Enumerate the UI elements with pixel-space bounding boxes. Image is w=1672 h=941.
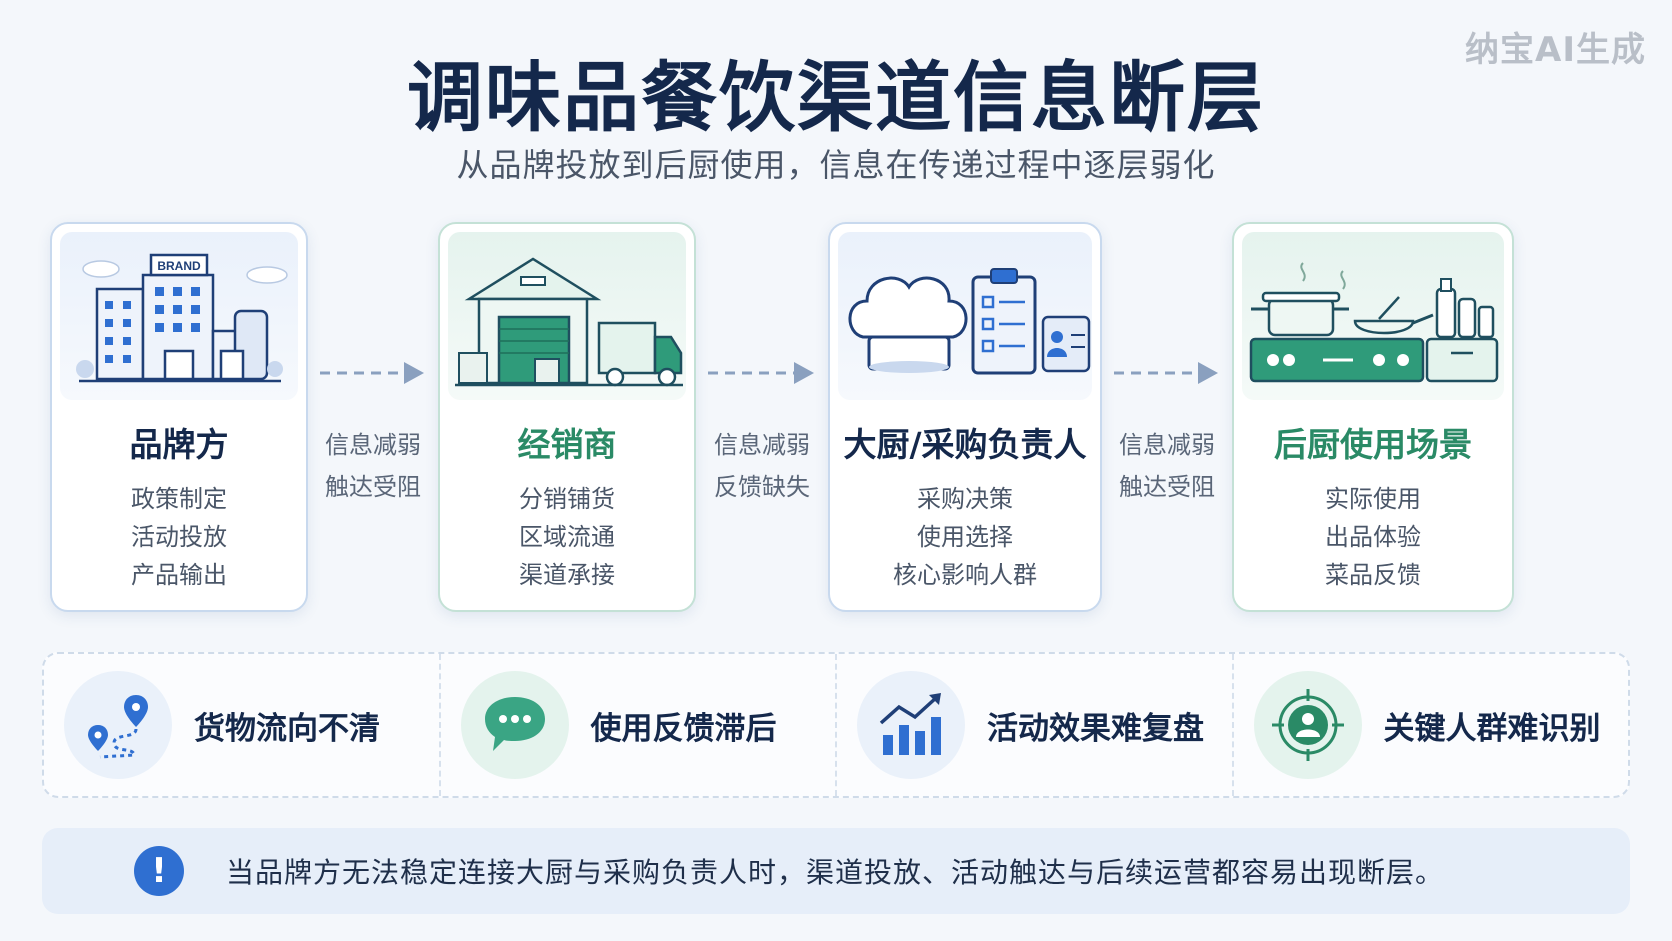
stage-item: 区域流通 (519, 523, 615, 551)
target-person-icon (1271, 689, 1344, 761)
stage-item: 产品输出 (131, 561, 227, 589)
arrow-right-icon (708, 362, 814, 384)
distributor-illustration (448, 232, 686, 400)
page-subtitle: 从品牌投放到后厨使用，信息在传递过程中逐层弱化 (456, 146, 1216, 184)
stage-title: 大厨/采购负责人 (843, 425, 1087, 464)
stage-item: 政策制定 (131, 485, 227, 513)
brand-badge: BRAND (157, 259, 201, 273)
notice-text: 当品牌方无法稳定连接大厨与采购负责人时，渠道投放、活动触达与后续运营都容易出现断… (226, 856, 1445, 889)
chef-hat-clipboard-icon (848, 268, 1091, 375)
problems-panel: 货物流向不清 使用反馈滞后 活动效果难复盘 (42, 652, 1630, 798)
stage-item: 采购决策 (917, 485, 1013, 513)
chat-bubble-icon (484, 697, 545, 751)
stage-item: 菜品反馈 (1325, 561, 1421, 589)
brand-building-icon: BRAND (76, 253, 288, 383)
watermark: 纳宝AI生成 (1465, 30, 1646, 70)
connector-label: 信息减弱 触达受阻 (325, 431, 421, 501)
problem-icon-circle (64, 671, 172, 779)
page-title: 调味品餐饮渠道信息断层 (407, 53, 1265, 142)
arrow-right-icon (1114, 362, 1218, 384)
problem-label: 使用反馈滞后 (590, 710, 777, 747)
problem-label: 货物流向不清 (194, 710, 380, 747)
stage-card-distributor: 经销商 分销铺货 区域流通 渠道承接 (438, 222, 696, 612)
stage-card-brand: BRAND 品牌方 政策制定 活动投放 产品输出 (50, 222, 308, 612)
connector-label: 信息减弱 触达受阻 (1119, 431, 1215, 501)
route-map-icon (88, 695, 148, 759)
problem-icon-circle (1253, 671, 1362, 779)
stage-title: 后厨使用场景 (1274, 425, 1472, 464)
stage-item: 使用选择 (917, 523, 1013, 551)
stage-title: 经销商 (517, 425, 617, 464)
exclamation-icon: ! (134, 846, 184, 896)
notice-bar: ! 当品牌方无法稳定连接大厨与采购负责人时，渠道投放、活动触达与后续运营都容易出… (42, 828, 1630, 914)
problem-item: 关键人群难识别 (1234, 654, 1629, 796)
stage-item: 分销铺货 (519, 485, 615, 513)
problem-item: 使用反馈滞后 (441, 654, 837, 796)
brand-illustration: BRAND (60, 232, 298, 400)
kitchen-illustration (1242, 232, 1504, 400)
stage-item: 核心影响人群 (893, 561, 1037, 589)
problem-icon-circle (857, 671, 965, 779)
problem-label: 活动效果难复盘 (987, 710, 1204, 747)
stage-title: 品牌方 (129, 425, 229, 464)
kitchen-stove-icon (1249, 262, 1499, 383)
problem-label: 关键人群难识别 (1383, 710, 1601, 747)
stage-item: 出品体验 (1325, 523, 1421, 551)
problem-item: 活动效果难复盘 (837, 654, 1234, 796)
problem-icon-circle (460, 671, 569, 779)
arrow-right-icon (320, 362, 424, 384)
bar-chart-trend-icon (879, 693, 941, 755)
stage-item: 实际使用 (1325, 485, 1421, 513)
problem-item: 货物流向不清 (44, 654, 441, 796)
stage-card-kitchen: 后厨使用场景 实际使用 出品体验 菜品反馈 (1232, 222, 1514, 612)
warehouse-truck-icon (455, 257, 683, 387)
stage-item: 渠道承接 (519, 561, 615, 589)
stage-item: 活动投放 (131, 523, 227, 551)
chef-illustration (838, 232, 1092, 400)
connector-label: 信息减弱 反馈缺失 (714, 431, 810, 501)
stage-card-chef: 大厨/采购负责人 采购决策 使用选择 核心影响人群 (828, 222, 1102, 612)
